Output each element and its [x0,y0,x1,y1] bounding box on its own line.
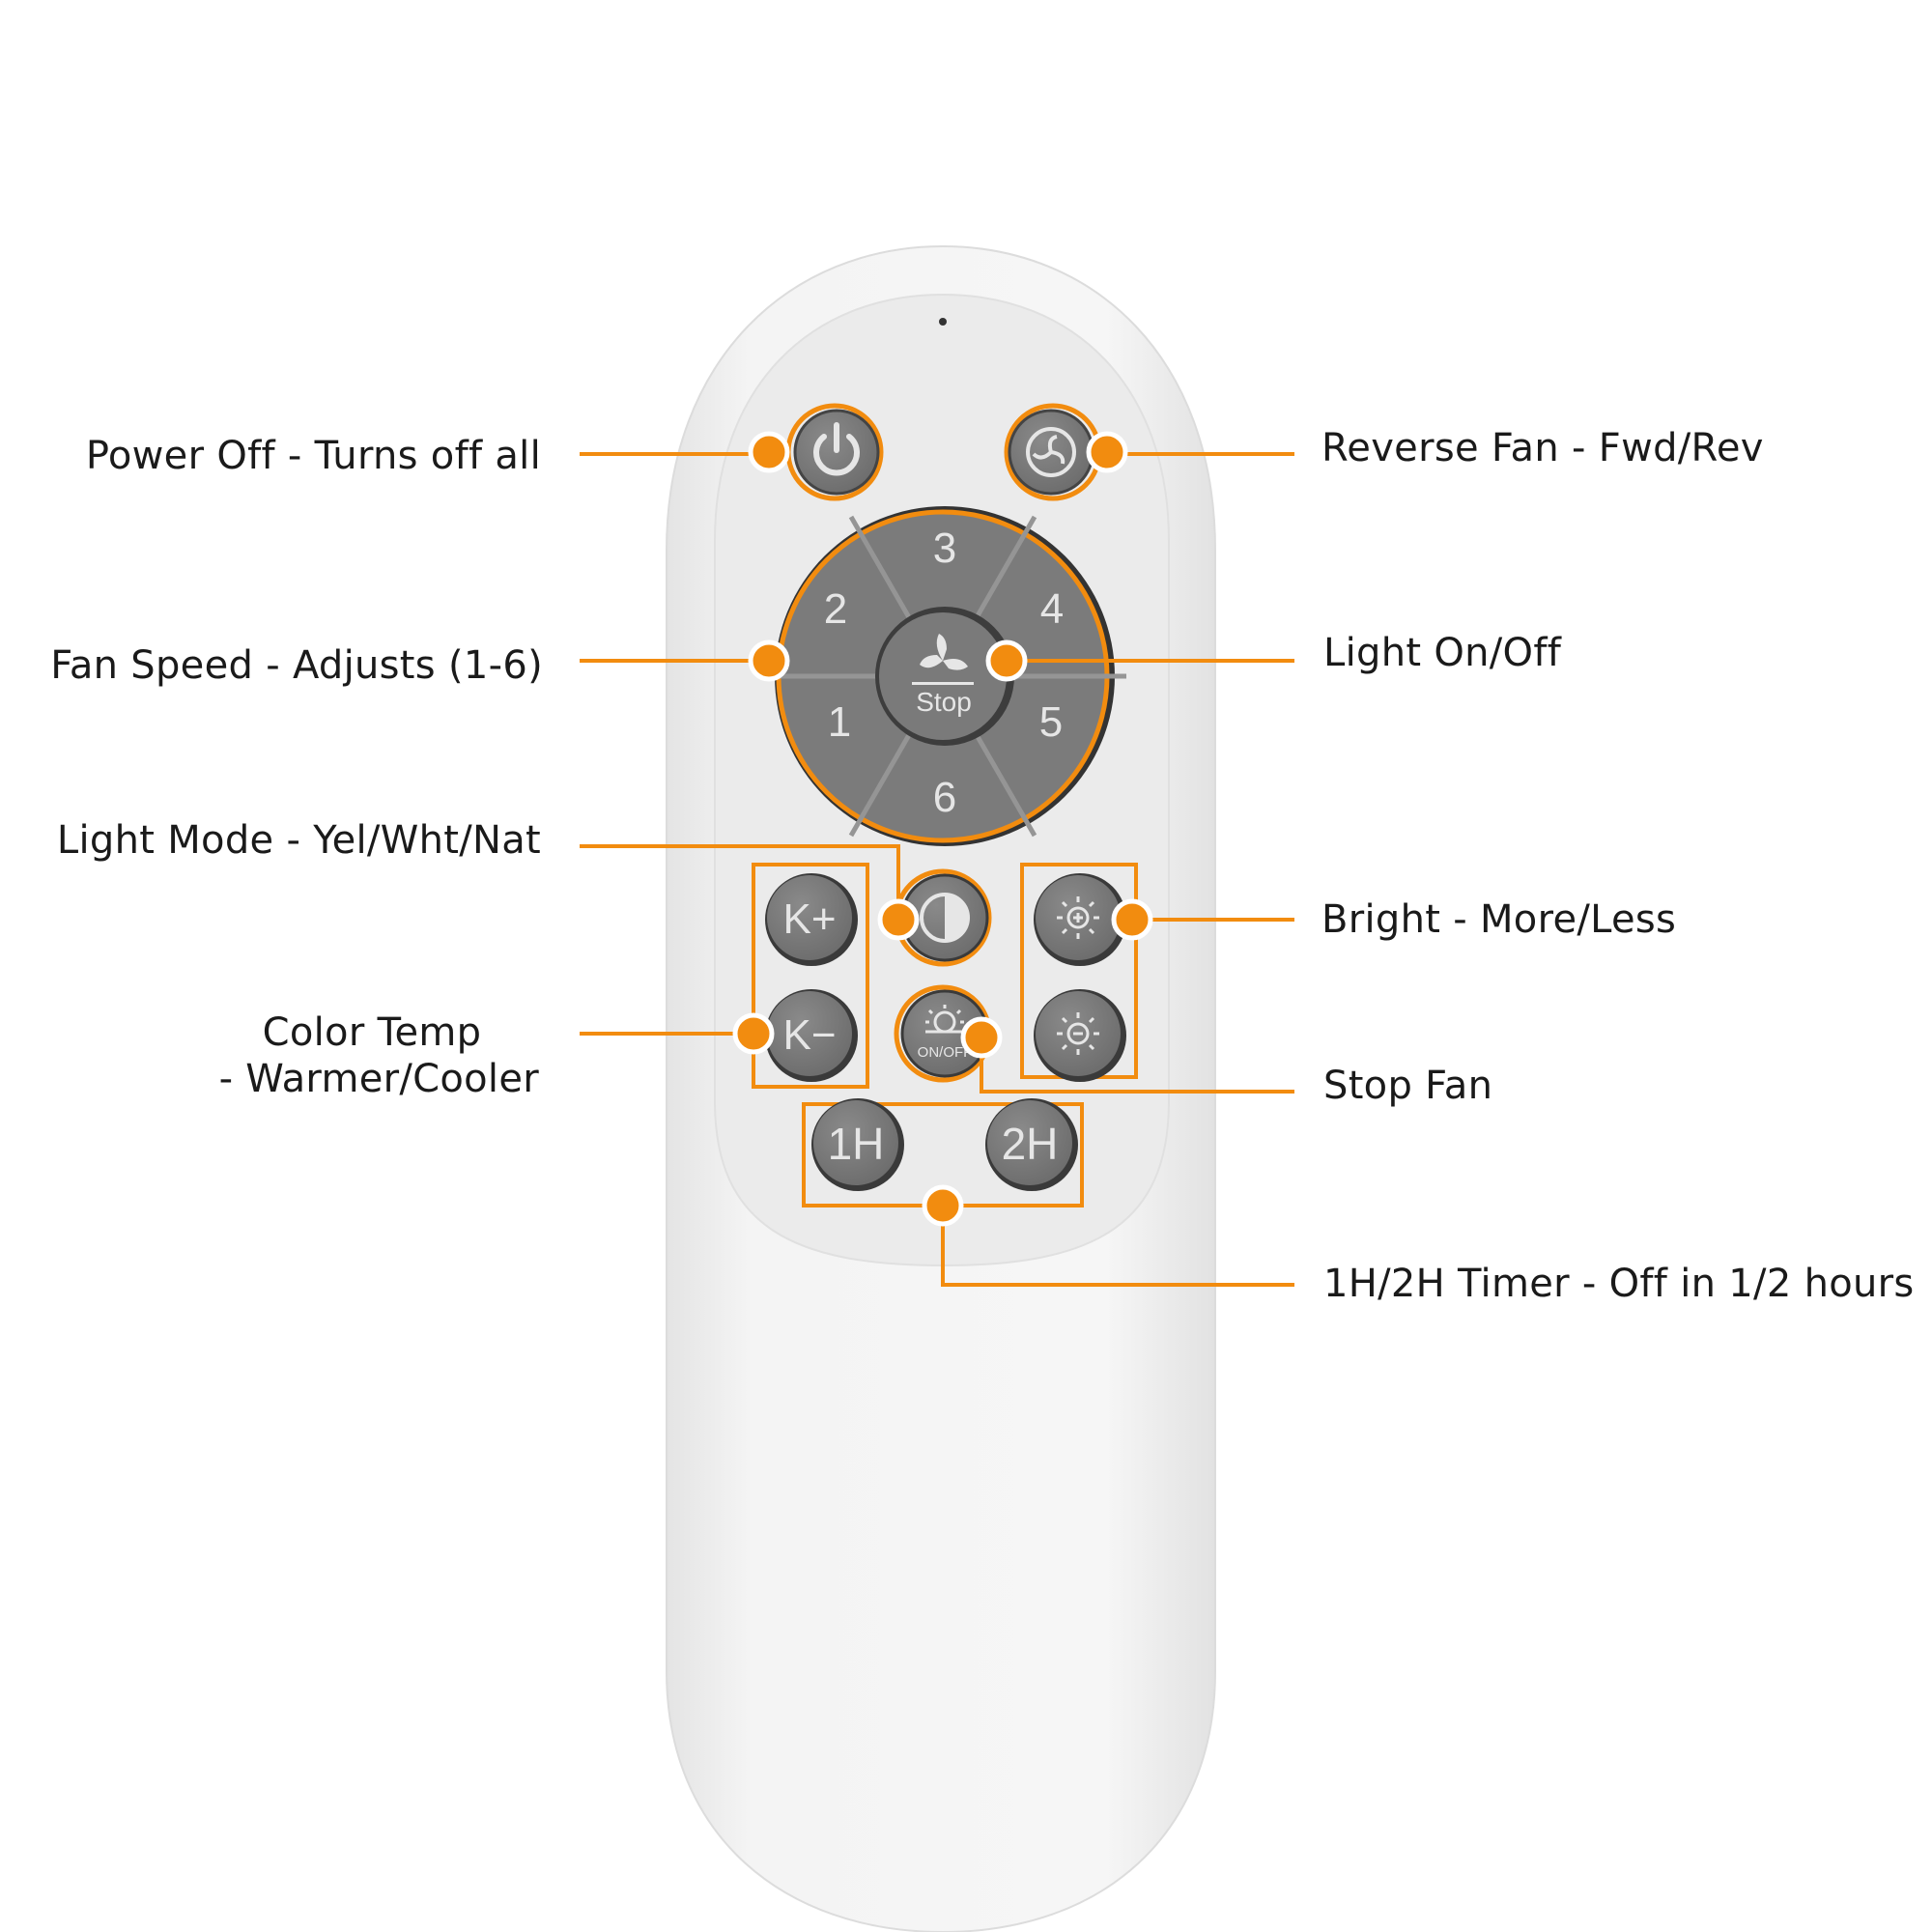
speed-3: 3 [933,525,956,572]
onoff-label: ON/OFF [918,1044,973,1061]
speed-1: 1 [828,698,851,746]
color-temp-box [752,863,869,1089]
timer-1h-button[interactable]: 1H [811,1098,904,1191]
color-temp-callout-line1: Color Temp [262,1010,482,1055]
stop-label: Stop [916,687,972,717]
bright-up-button[interactable] [1034,873,1126,966]
power-icon [813,422,860,476]
timer-2h-label: 2H [1002,1119,1059,1169]
k-plus-label: K+ [782,895,836,943]
light-onoff-dot [985,639,1028,682]
color-temp-dot [732,1012,775,1055]
power-off-callout: Power Off - Turns off all [85,434,541,478]
light-onoff-callout: Light On/Off [1323,631,1562,675]
speed-5: 5 [1039,698,1063,746]
light-center-button[interactable]: Stop [875,607,1014,746]
stop-fan-callout: Stop Fan [1323,1064,1493,1108]
reverse-fan-callout: Reverse Fan - Fwd/Rev [1321,426,1764,470]
reverse-button[interactable] [1004,403,1102,501]
bright-callout: Bright - More/Less [1321,897,1677,942]
stop-fan-dot [960,1016,1003,1059]
power-button[interactable] [785,403,884,501]
ir-led [939,318,947,326]
timer-dot [922,1184,964,1227]
light-mode-dot [877,898,920,941]
timer-leader [941,1206,1294,1287]
timer-callout: 1H/2H Timer - Off in 1/2 hours [1323,1262,1915,1306]
speed-4: 4 [1040,585,1064,633]
brightness-minus-icon [1057,1012,1099,1055]
k-minus-button[interactable]: K− [765,989,858,1082]
k-minus-label: K− [782,1011,836,1059]
color-temp-callout-line2: - Warmer/Cooler [218,1057,539,1101]
speed-6: 6 [933,774,956,821]
fan-speed-dot [748,639,790,682]
brightness-plus-icon [1057,896,1099,939]
timer-1h-label: 1H [828,1119,885,1169]
reverse-dot [1086,431,1128,473]
bright-dot [1111,898,1153,941]
stop-fan-button[interactable]: ON/OFF [894,984,992,1083]
light-mode-callout: Light Mode - Yel/Wht/Nat [56,818,541,863]
power-dot [748,431,790,473]
fan-blade-icon [912,634,974,685]
callout-lines [580,452,1294,1287]
half-circle-icon [920,893,970,943]
timer-2h-button[interactable]: 2H [985,1098,1078,1191]
speed-2: 2 [824,585,847,633]
reverse-fan-icon [1026,427,1076,477]
k-plus-button[interactable]: K+ [765,873,858,966]
fan-speed-callout: Fan Speed - Adjusts (1-6) [50,643,543,688]
light-mode-leader [580,844,900,918]
bright-down-button[interactable] [1034,989,1126,1082]
sun-icon [925,1005,964,1034]
callout-dots [732,431,1153,1227]
